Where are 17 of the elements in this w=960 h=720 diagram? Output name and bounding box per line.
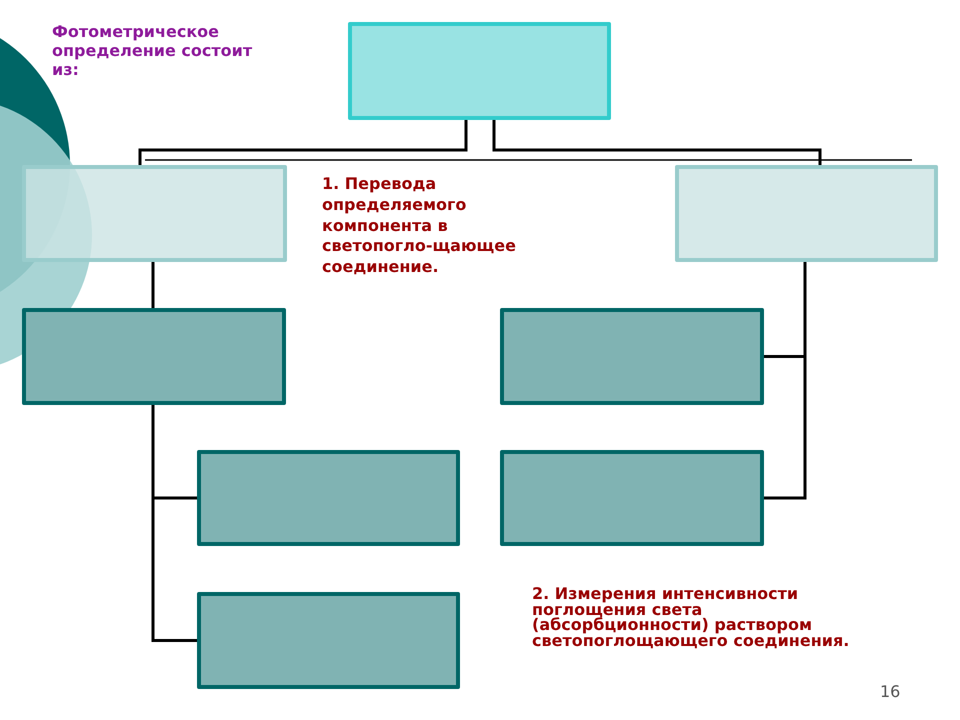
slide-title: Фотометрическое определение состоит из: [52,22,254,80]
step-text: 2. Измерения интенсивности поглощения света (абсорбционности) раствором светопоглощающего соединения. [532,586,850,649]
box-node [500,450,764,546]
connector-line [152,405,197,642]
box-node [348,22,611,120]
box-node [500,308,764,405]
connector-line [492,120,822,165]
box-node [197,592,460,689]
connector-line [152,262,154,308]
box-node [197,450,460,546]
connector-line [138,120,468,165]
step-text: 1. Перевода определяемого компонента в светопогло-щающее соединение. [322,174,517,278]
page-number: 16 [880,682,902,702]
box-node [22,308,286,405]
box-node [22,165,287,262]
connector-line [764,262,806,500]
box-node [675,165,938,262]
